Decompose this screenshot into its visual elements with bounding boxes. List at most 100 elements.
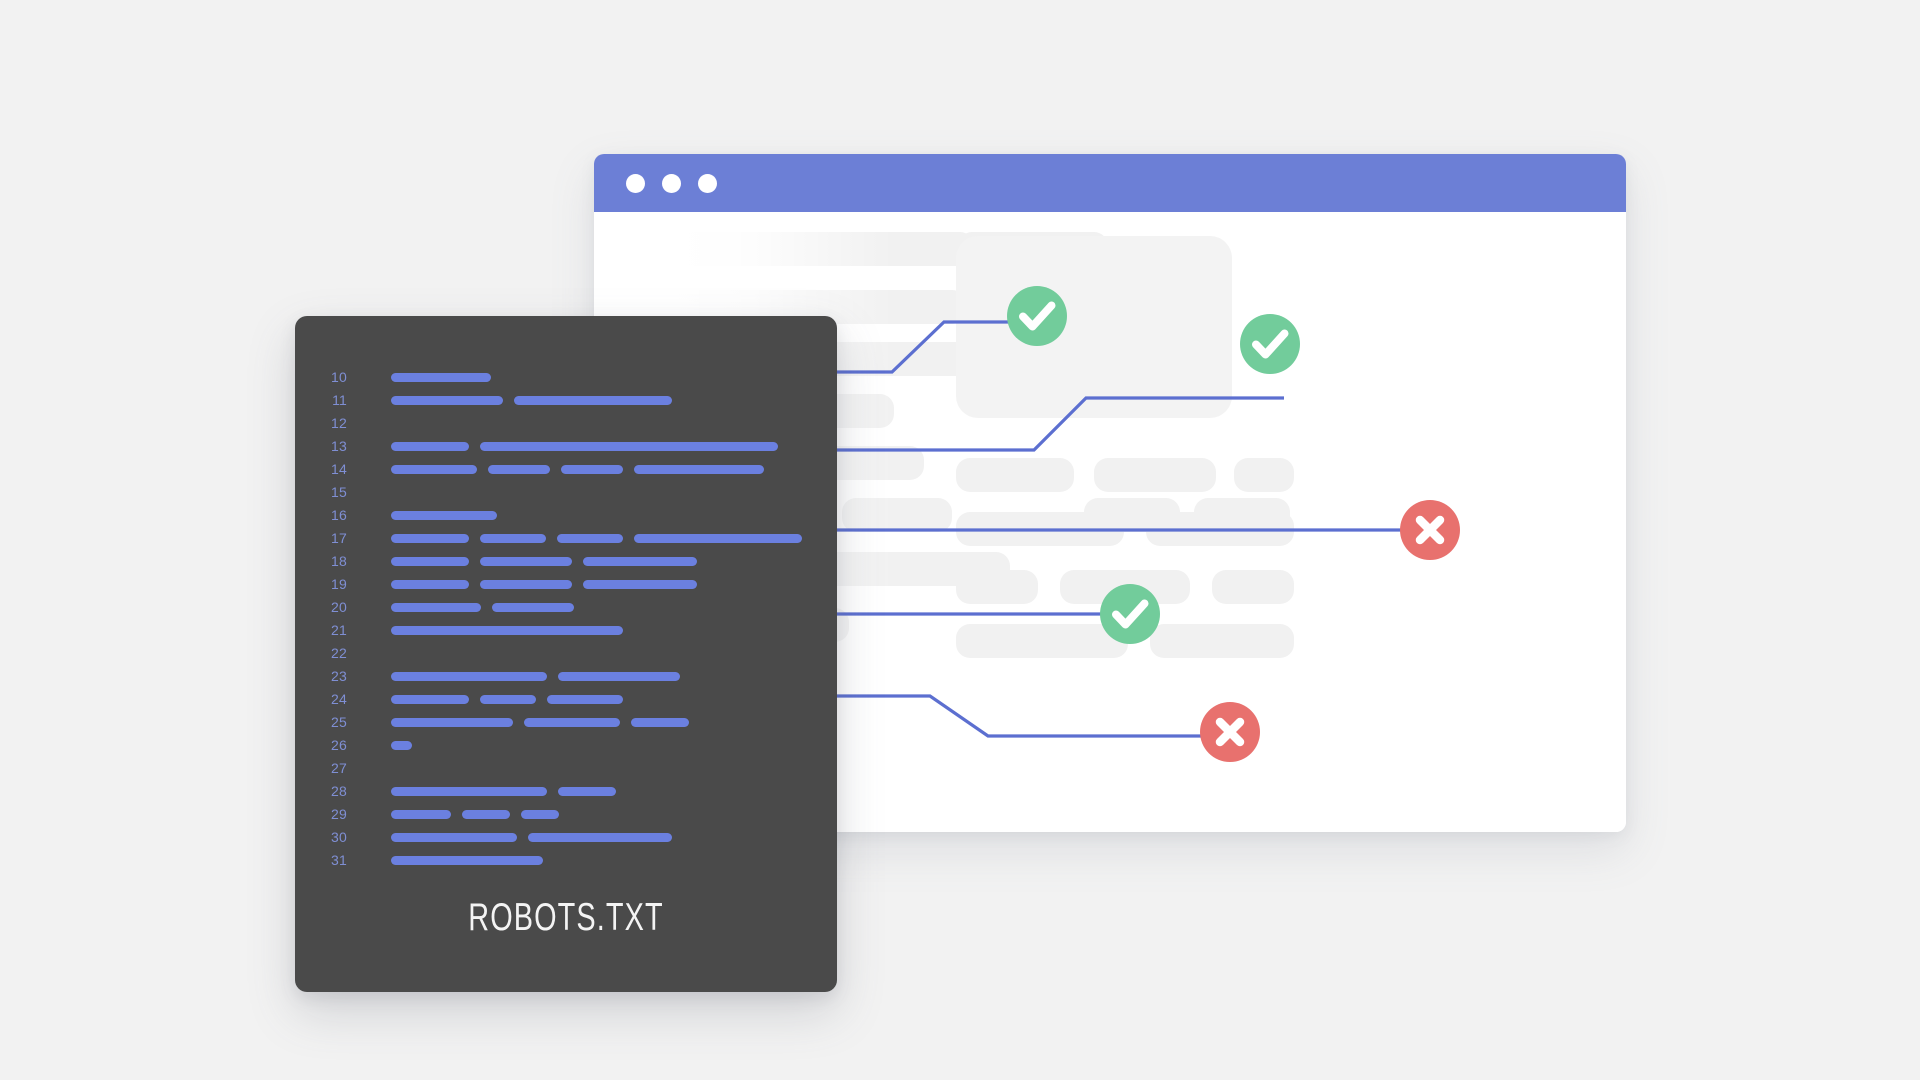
code-line-number: 30 — [331, 829, 347, 845]
code-line-number: 11 — [332, 392, 347, 408]
code-line-number: 22 — [331, 645, 347, 661]
code-line-number: 21 — [331, 622, 347, 638]
code-line-number: 26 — [331, 737, 347, 753]
code-token-bar — [583, 557, 697, 566]
code-line-number: 18 — [331, 553, 347, 569]
code-line-number: 12 — [331, 415, 347, 431]
code-token-bar — [391, 373, 491, 382]
code-token-bar — [391, 534, 469, 543]
code-token-group — [391, 718, 700, 727]
status-check-icon — [1007, 286, 1067, 346]
code-line-number: 31 — [331, 852, 347, 868]
code-token-group — [391, 511, 508, 520]
code-token-bar — [480, 534, 546, 543]
code-token-bar — [391, 833, 517, 842]
code-line: 30 — [295, 826, 837, 849]
code-token-bar — [391, 511, 497, 520]
window-minimize-dot-icon[interactable] — [662, 174, 681, 193]
content-placeholder-block — [956, 458, 1074, 492]
code-token-bar — [558, 672, 680, 681]
code-line-number: 14 — [331, 461, 347, 477]
code-line-number: 10 — [331, 369, 347, 385]
code-line: 13 — [295, 435, 837, 458]
code-token-bar — [480, 580, 572, 589]
code-token-bar — [391, 856, 543, 865]
code-token-group — [391, 396, 683, 405]
code-token-bar — [462, 810, 510, 819]
code-token-bar — [492, 603, 574, 612]
code-panel-title: ROBOTS.TXT — [468, 896, 664, 939]
code-line-number: 15 — [331, 484, 347, 500]
code-token-bar — [528, 833, 672, 842]
code-token-group — [391, 741, 423, 750]
window-close-dot-icon[interactable] — [626, 174, 645, 193]
code-token-bar — [391, 626, 623, 635]
code-token-bar — [391, 672, 547, 681]
code-token-bar — [391, 557, 469, 566]
code-line: 22 — [295, 642, 837, 665]
window-maximize-dot-icon[interactable] — [698, 174, 717, 193]
code-token-bar — [488, 465, 550, 474]
code-line-number: 29 — [331, 806, 347, 822]
code-line-number: 19 — [331, 576, 347, 592]
code-line: 15 — [295, 481, 837, 504]
code-token-bar — [391, 396, 503, 405]
content-placeholder-block — [1094, 458, 1216, 492]
code-line: 24 — [295, 688, 837, 711]
code-line-number: 24 — [331, 691, 347, 707]
code-token-bar — [634, 465, 764, 474]
code-token-group — [391, 626, 634, 635]
code-line: 31 — [295, 849, 837, 872]
content-placeholder-block — [1234, 458, 1294, 492]
code-line: 29 — [295, 803, 837, 826]
code-token-group — [391, 580, 708, 589]
code-token-bar — [391, 580, 469, 589]
content-placeholder-block — [1212, 570, 1294, 604]
content-placeholder-block — [956, 512, 1124, 546]
code-line: 28 — [295, 780, 837, 803]
browser-titlebar — [594, 154, 1626, 212]
status-cross-icon — [1200, 702, 1260, 762]
code-line: 27 — [295, 757, 837, 780]
code-token-bar — [391, 442, 469, 451]
code-token-bar — [558, 787, 616, 796]
code-token-bar — [480, 557, 572, 566]
code-token-bar — [480, 442, 778, 451]
code-line: 17 — [295, 527, 837, 550]
code-token-bar — [521, 810, 559, 819]
status-cross-icon — [1400, 500, 1460, 560]
code-token-bar — [583, 580, 697, 589]
code-line: 11 — [295, 389, 837, 412]
code-line: 10 — [295, 366, 837, 389]
code-token-group — [391, 695, 634, 704]
code-token-bar — [391, 718, 513, 727]
code-token-bar — [391, 465, 477, 474]
code-token-bar — [391, 741, 412, 750]
content-card-placeholder — [956, 236, 1232, 418]
code-token-bar — [634, 534, 802, 543]
content-placeholder-block — [956, 624, 1128, 658]
content-placeholder-block — [842, 498, 952, 532]
code-token-bar — [524, 718, 620, 727]
code-line: 14 — [295, 458, 837, 481]
code-token-group — [391, 810, 570, 819]
code-token-bar — [631, 718, 689, 727]
code-token-bar — [391, 603, 481, 612]
code-line: 19 — [295, 573, 837, 596]
code-line: 12 — [295, 412, 837, 435]
code-token-group — [391, 856, 554, 865]
content-placeholder-block — [956, 570, 1038, 604]
code-token-group — [391, 833, 683, 842]
code-token-bar — [557, 534, 623, 543]
code-token-group — [391, 787, 627, 796]
status-check-icon — [1240, 314, 1300, 374]
code-token-group — [391, 603, 585, 612]
status-check-icon — [1100, 584, 1160, 644]
code-token-bar — [480, 695, 536, 704]
code-line-number: 27 — [331, 760, 347, 776]
code-line: 25 — [295, 711, 837, 734]
content-placeholder-block — [594, 232, 974, 266]
code-line-number: 23 — [331, 668, 347, 684]
content-placeholder-block — [1150, 624, 1294, 658]
